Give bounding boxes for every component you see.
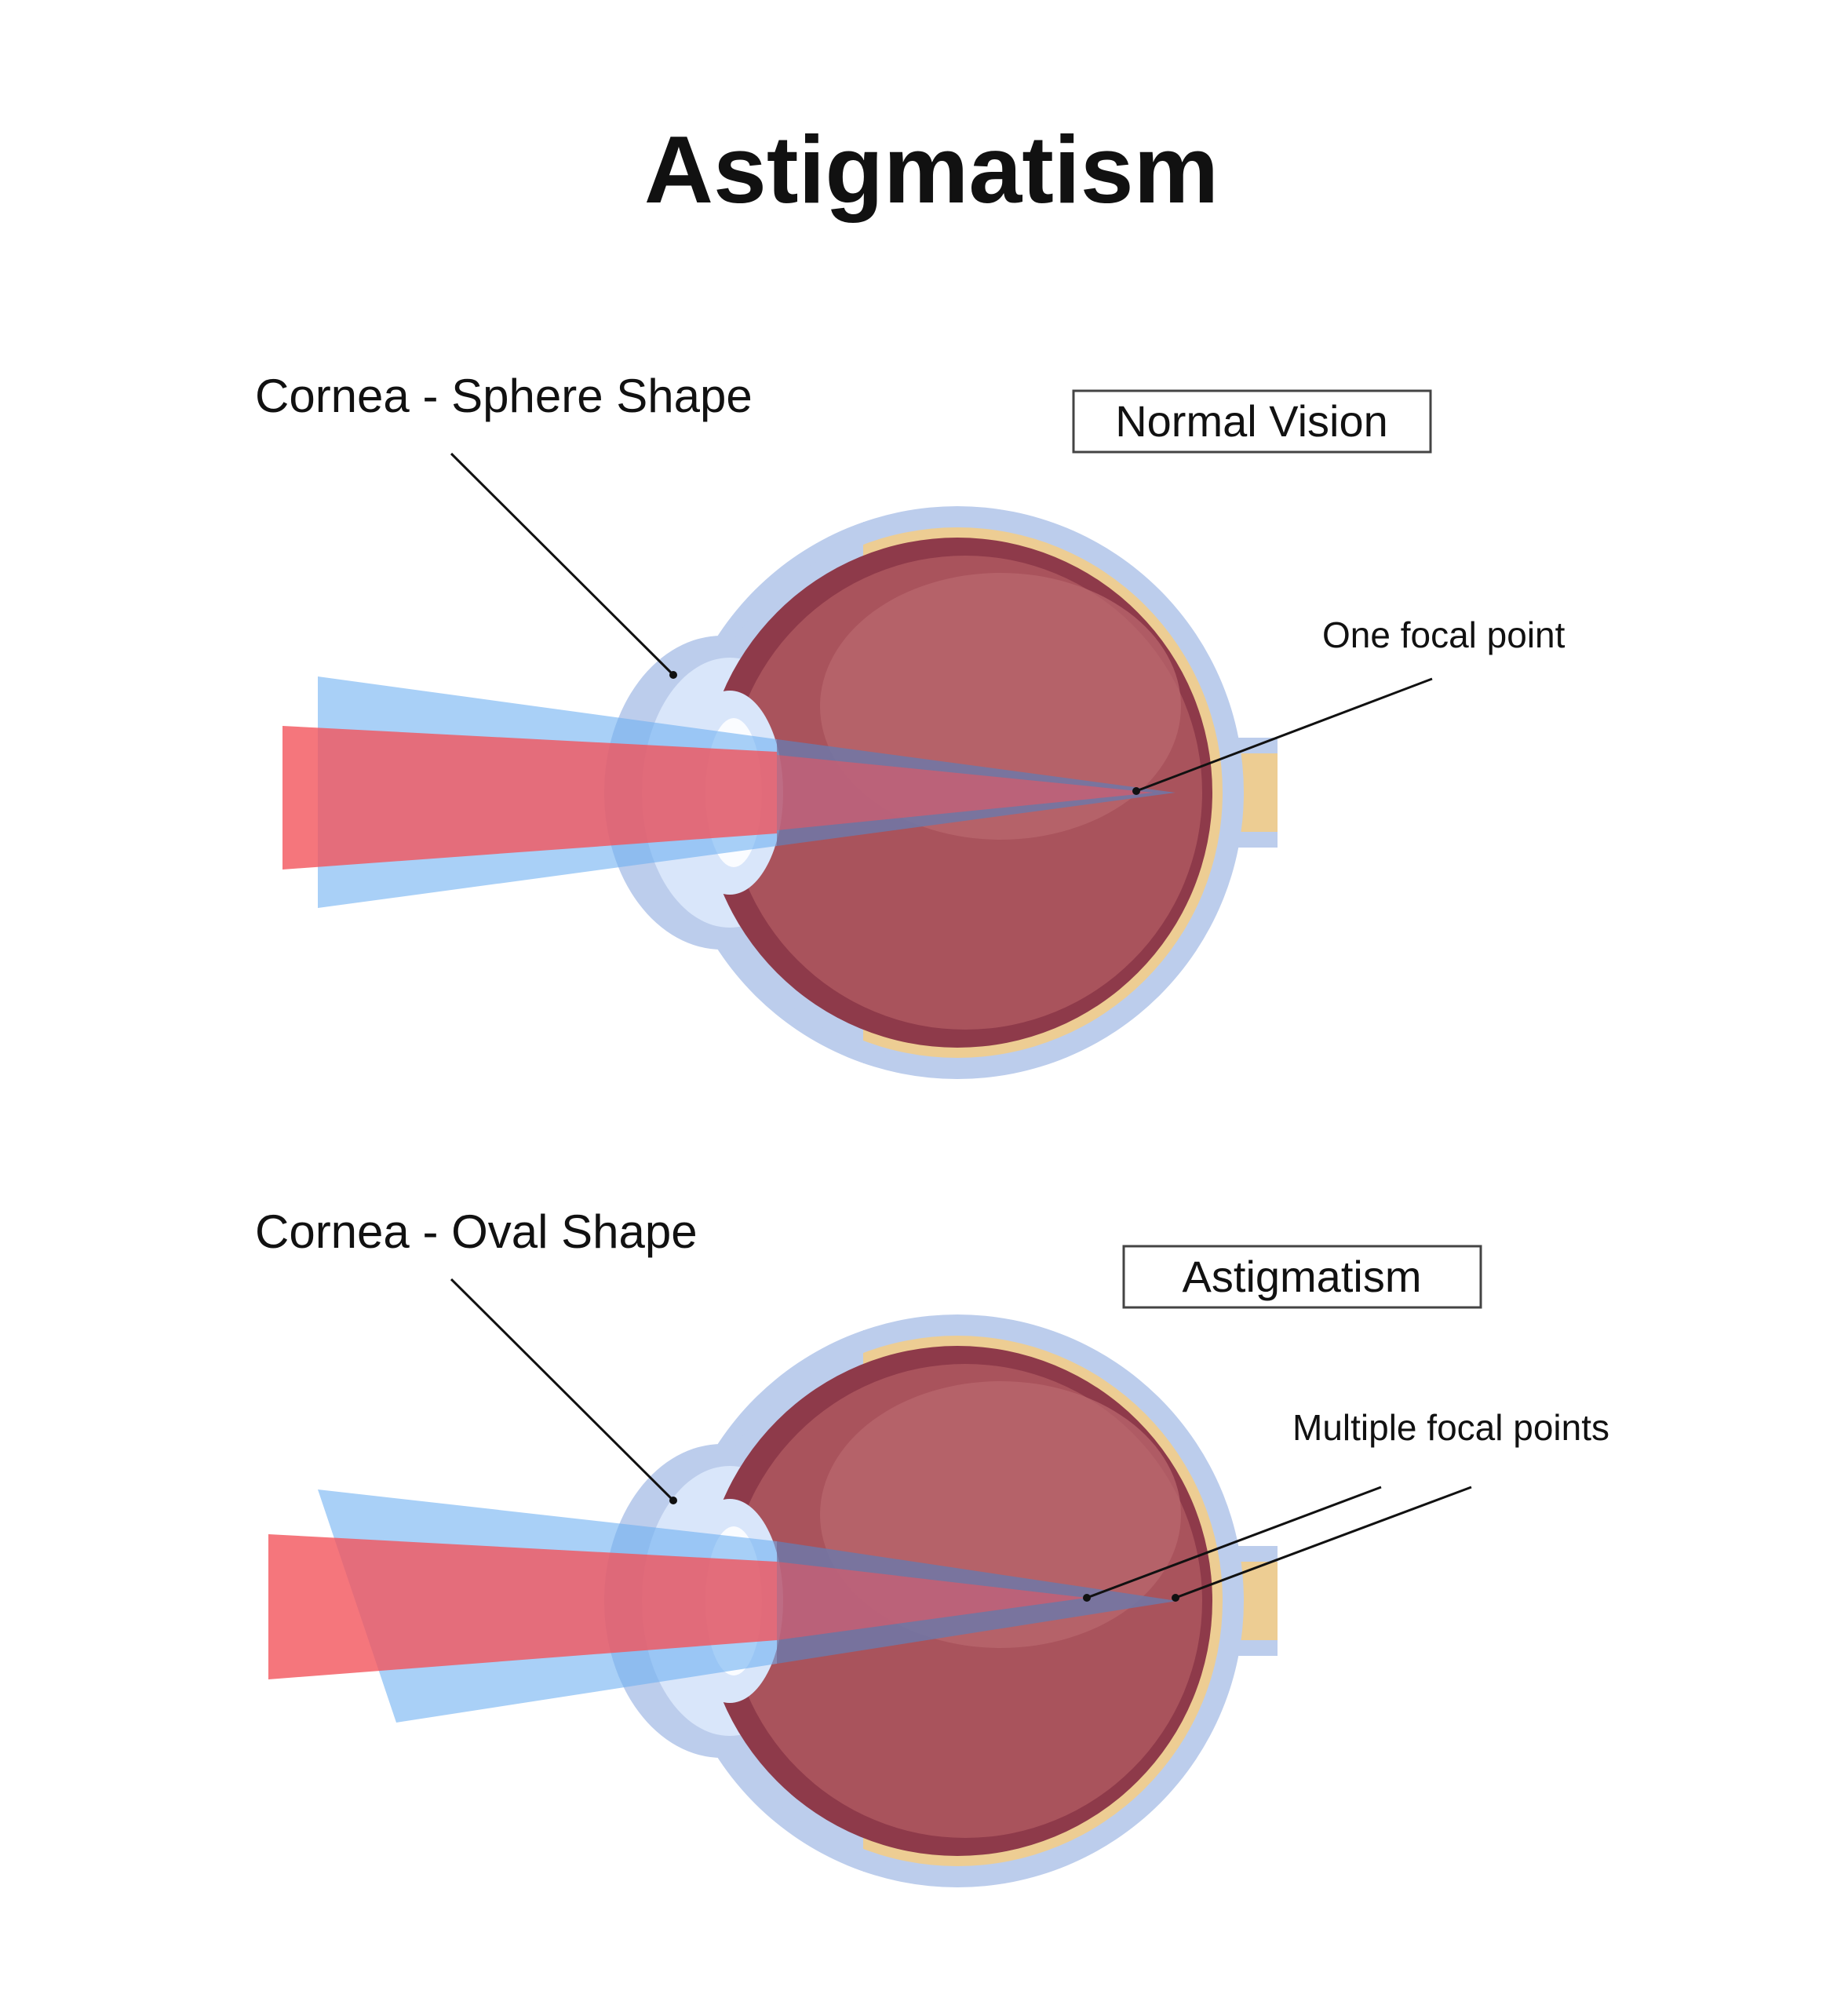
cornea-leader-line: [450, 1278, 675, 1502]
condition-label: Normal Vision: [1115, 396, 1388, 446]
focal-point-dot: [1132, 787, 1140, 795]
condition-label: Astigmatism: [1183, 1252, 1422, 1301]
focal-leader-line-1: [1086, 1486, 1382, 1599]
eyeball: [604, 1314, 1278, 1887]
cornea-label: Cornea - Oval Shape: [255, 1205, 698, 1258]
cornea-leader-dot: [669, 671, 677, 679]
focal-leader-line-2: [1175, 1486, 1472, 1599]
red-focus-cone: [777, 755, 1154, 830]
cornea-leader-line: [450, 452, 675, 676]
red-beam: [282, 726, 777, 870]
cornea-leader-dot: [669, 1497, 677, 1504]
focal-leader-line: [1135, 677, 1433, 793]
condition-box: [1072, 389, 1432, 454]
focal-label: One focal point: [1322, 614, 1566, 655]
cornea-label: Cornea - Sphere Shape: [255, 370, 753, 422]
condition-box: [1122, 1245, 1482, 1309]
focal-point-dot-1: [1083, 1594, 1091, 1602]
red-beam: [268, 1534, 777, 1679]
focal-label: Multiple focal points: [1292, 1407, 1609, 1448]
red-focus-cone: [777, 1562, 1087, 1640]
focal-point-dot-2: [1172, 1594, 1179, 1602]
light-beams: [268, 1489, 1177, 1723]
light-beams: [282, 676, 1176, 908]
page-title: Astigmatism: [644, 116, 1219, 223]
